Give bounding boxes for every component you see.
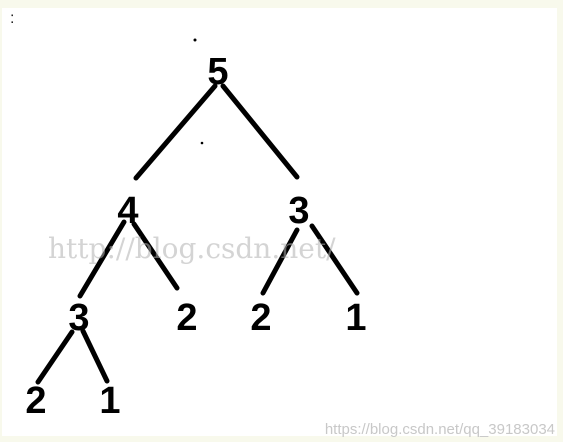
stray-dot (193, 38, 197, 42)
tree-edge-n4-n2a (131, 221, 180, 291)
tree-edge-n3a-n2b (260, 227, 300, 296)
diagram-panel (2, 8, 557, 436)
tree-node-n4: 4 (117, 190, 138, 232)
tree-node-n2b: 2 (250, 297, 271, 339)
tree-edge-n3b-n1b (80, 328, 110, 384)
tree-edge-n3b-n2c (35, 329, 75, 385)
tree-node-n1b: 1 (99, 380, 120, 422)
tree-edge-n5-n4 (133, 83, 218, 181)
tree-node-n5: 5 (207, 51, 228, 93)
tree-node-n3b: 3 (68, 297, 89, 339)
tree-node-n1a: 1 (345, 297, 366, 339)
tree-edge-n3a-n1a (309, 223, 360, 296)
tree-node-n2a: 2 (176, 297, 197, 339)
tree-node-n3a: 3 (288, 190, 309, 232)
tree-node-n2c: 2 (25, 380, 46, 422)
watermark-bottom: https://blog.csdn.net/qq_39183034 (324, 421, 555, 438)
tree-edges (35, 83, 360, 385)
watermark-center: http://blog.csdn.net/ (48, 232, 336, 265)
tree-edge-n4-n3b (77, 219, 127, 299)
stray-dot (200, 141, 204, 145)
corner-mark: : (10, 10, 15, 27)
tree-edge-n5-n3a (220, 83, 300, 180)
